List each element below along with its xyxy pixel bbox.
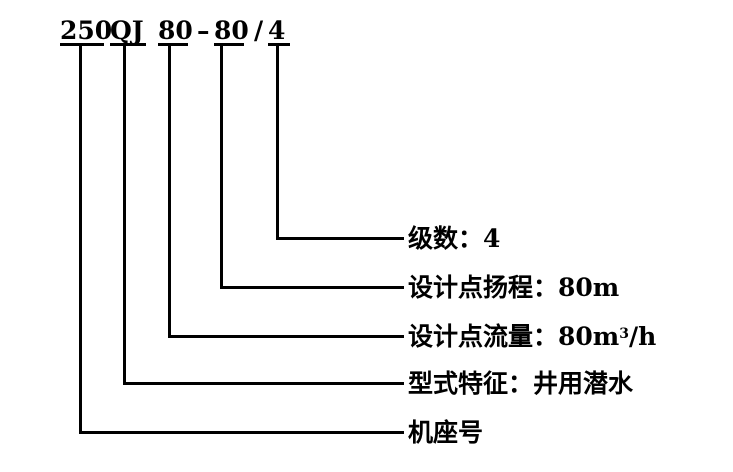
flow-label: 设计点流量：80m3/h [408,322,656,352]
head-code: 80 [214,16,249,45]
separator-dash: – [197,16,210,45]
flow-leader-vertical [168,44,171,338]
head-label-value: 80m [558,273,620,302]
head-leader-vertical [220,44,223,289]
flow-code: 80 [158,16,193,45]
type-code-underline [110,43,146,46]
stages-leader-horizontal [276,237,404,240]
frame-leader-vertical [79,44,82,434]
stages-leader-vertical [276,44,279,240]
head-label: 设计点扬程：80m [408,273,619,303]
flow-label-prefix: 设计点流量： [408,322,559,351]
stages-label: 级数：4 [408,224,501,253]
head-label-prefix: 设计点扬程： [408,273,559,302]
frame-leader-horizontal [79,431,404,434]
type-label: 型式特征：井用潜水 [408,369,634,398]
separator-slash: / [254,16,264,45]
type-code: QJ [110,16,144,45]
head-code-underline [214,43,244,46]
frame-size-code: 250 [60,16,113,45]
flow-leader-horizontal [168,335,404,338]
type-leader-horizontal [123,382,404,385]
stages-code: 4 [268,16,286,45]
flow-label-suffix: /h [629,322,657,351]
type-leader-vertical [123,44,126,385]
flow-code-underline [158,43,188,46]
frame-size-underline [60,43,104,46]
stages-code-underline [268,43,290,46]
head-leader-horizontal [220,286,404,289]
flow-label-value: 80m [558,322,620,351]
frame-label: 机座号 [408,418,484,447]
flow-label-superscript: 3 [619,326,630,342]
